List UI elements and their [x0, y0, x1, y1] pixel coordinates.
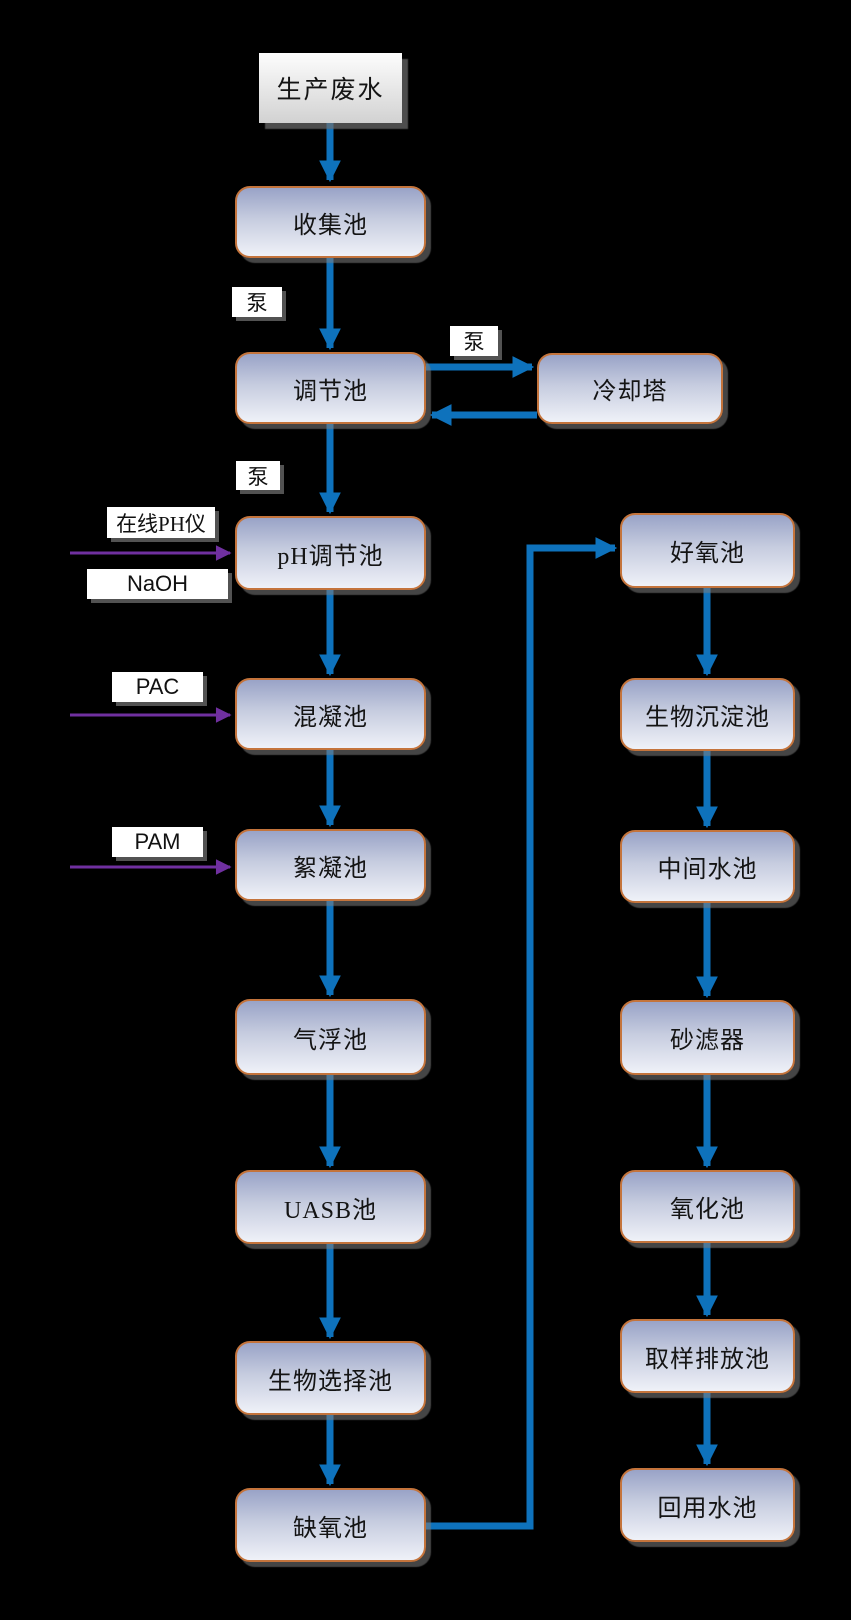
tag-pump-3: 泵 — [236, 461, 280, 490]
node-collection-tank: 收集池 — [235, 186, 426, 258]
node-bio-selection-tank: 生物选择池 — [235, 1341, 426, 1415]
node-anoxic-tank: 缺氧池 — [235, 1488, 426, 1562]
tag-naoh: NaOH — [87, 569, 228, 599]
node-oxidation-tank: 氧化池 — [620, 1170, 795, 1243]
arrow-anoxic-to-aerobic — [426, 537, 618, 1530]
node-label: 混凝池 — [293, 704, 368, 731]
node-label: 生物沉淀池 — [645, 705, 770, 731]
tag-pump-2: 泵 — [450, 326, 498, 356]
node-label: 收集池 — [293, 212, 368, 239]
node-label: 中间水池 — [657, 857, 758, 883]
node-cooling-tower: 冷却塔 — [537, 353, 723, 424]
node-label: 氧化池 — [670, 1197, 745, 1223]
node-label: 冷却塔 — [592, 379, 668, 405]
node-label: UASB池 — [283, 1197, 378, 1224]
node-air-flotation-tank: 气浮池 — [235, 999, 426, 1075]
node-label: 气浮池 — [293, 1027, 368, 1054]
node-sand-filter: 砂滤器 — [620, 1000, 795, 1075]
node-label: 好氧池 — [670, 541, 745, 567]
node-label: pH调节池 — [277, 543, 384, 570]
tag-pac: PAC — [112, 672, 203, 702]
node-label: 生物选择池 — [268, 1368, 393, 1395]
node-label: 回用水池 — [657, 1495, 758, 1522]
node-reuse-water-tank: 回用水池 — [620, 1468, 795, 1542]
tag-pump-1: 泵 — [232, 287, 282, 317]
node-production-wastewater: 生产废水 — [259, 53, 402, 123]
node-bio-sedimentation-tank: 生物沉淀池 — [620, 678, 795, 751]
tag-label: PAM — [134, 829, 181, 854]
tag-label: NaOH — [126, 571, 189, 596]
tag-pam: PAM — [112, 827, 203, 857]
node-label: 取样排放池 — [645, 1346, 770, 1373]
node-label: 缺氧池 — [293, 1515, 368, 1542]
node-label: 生产废水 — [276, 77, 385, 104]
tag-label: 泵 — [247, 464, 269, 489]
node-flocculation-tank: 絮凝池 — [235, 829, 426, 901]
node-intermediate-water-tank: 中间水池 — [620, 830, 795, 903]
tag-label: PAC — [135, 674, 180, 699]
node-ph-adjust-tank: pH调节池 — [235, 516, 426, 590]
tag-label: 在线PH仪 — [116, 511, 206, 536]
node-sampling-discharge-tank: 取样排放池 — [620, 1319, 795, 1393]
node-label: 调节池 — [293, 378, 368, 405]
tag-label: 泵 — [246, 291, 268, 315]
node-label: 絮凝池 — [293, 855, 368, 882]
node-regulating-tank: 调节池 — [235, 352, 426, 424]
node-aerobic-tank: 好氧池 — [620, 513, 795, 588]
tag-label: 泵 — [463, 330, 485, 354]
tag-online-ph-meter: 在线PH仪 — [107, 507, 215, 538]
node-coagulation-tank: 混凝池 — [235, 678, 426, 750]
node-uasb-tank: UASB池 — [235, 1170, 426, 1244]
node-label: 砂滤器 — [670, 1028, 745, 1054]
